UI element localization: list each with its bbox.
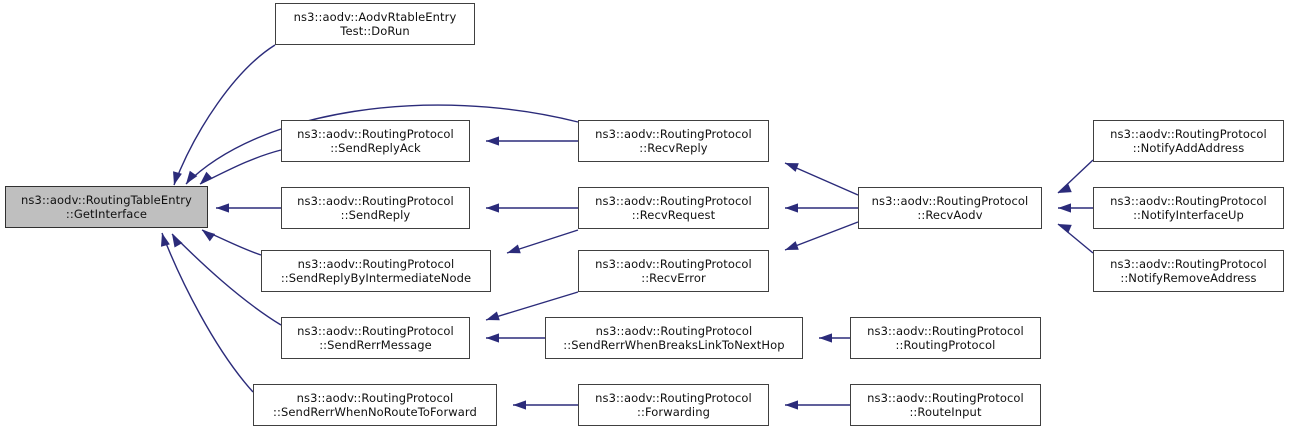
arrowhead-sendreplyack-to-getinterface	[200, 171, 213, 184]
node-label-sendrerrmessage: ns3::aodv::RoutingProtocol ::SendRerrMes…	[297, 324, 454, 352]
node-label-sendreplyack: ns3::aodv::RoutingProtocol ::SendReplyAc…	[297, 127, 454, 155]
node-label-forwarding: ns3::aodv::RoutingProtocol ::Forwarding	[595, 391, 752, 419]
node-label-routeinput: ns3::aodv::RoutingProtocol ::RouteInput	[867, 391, 1024, 419]
edge-sendrerrmessage-to-getinterface	[171, 233, 282, 326]
node-sendrerrwhenbreakslinktonexthop[interactable]: ns3::aodv::RoutingProtocol ::SendRerrWhe…	[545, 317, 803, 359]
node-label-recvaodv: ns3::aodv::RoutingProtocol ::RecvAodv	[871, 194, 1029, 222]
node-recvaodv[interactable]: ns3::aodv::RoutingProtocol ::RecvAodv	[858, 187, 1042, 229]
arrowhead-recvaodv-to-recvreply	[785, 163, 799, 172]
node-recvrequest[interactable]: ns3::aodv::RoutingProtocol ::RecvRequest	[578, 187, 769, 229]
arrowhead-recvreply-to-getinterface	[186, 170, 198, 184]
arrowhead-recvaodv-to-recvrequest	[785, 203, 798, 213]
arrowhead-recvrequest-to-sendreply	[486, 203, 499, 213]
edge-recvaodv-to-recvreply	[784, 162, 859, 196]
node-forwarding[interactable]: ns3::aodv::RoutingProtocol ::Forwarding	[578, 384, 769, 426]
node-label-getinterface: ns3::aodv::RoutingTableEntry ::GetInterf…	[21, 193, 192, 221]
arrowhead-recverror-to-sendrerrmessage	[486, 311, 500, 321]
node-notifyinterfaceup[interactable]: ns3::aodv::RoutingProtocol ::NotifyInter…	[1093, 187, 1284, 229]
node-sendreplybyintermediatenode[interactable]: ns3::aodv::RoutingProtocol ::SendReplyBy…	[261, 250, 491, 292]
node-label-routingprotocol: ns3::aodv::RoutingProtocol ::RoutingProt…	[867, 324, 1024, 352]
node-label-recverror: ns3::aodv::RoutingProtocol ::RecvError	[595, 257, 752, 285]
node-label-recvrequest: ns3::aodv::RoutingProtocol ::RecvRequest	[595, 194, 752, 222]
edge-recvaodv-to-recverror	[784, 221, 859, 251]
arrowhead-notifyinterfaceup-to-recvaodv	[1058, 203, 1071, 213]
arrowhead-notifyremoveaddress-to-recvaodv	[1058, 224, 1072, 234]
arrowhead-sendrerrmessage-to-getinterface	[172, 234, 183, 248]
node-sendrerrmessage[interactable]: ns3::aodv::RoutingProtocol ::SendRerrMes…	[281, 317, 470, 359]
node-getinterface: ns3::aodv::RoutingTableEntry ::GetInterf…	[5, 186, 208, 228]
arrowhead-notifyaddaddress-to-recvaodv	[1058, 183, 1072, 193]
node-recverror[interactable]: ns3::aodv::RoutingProtocol ::RecvError	[578, 250, 769, 292]
node-label-sendreplybyintermediatenode: ns3::aodv::RoutingProtocol ::SendReplyBy…	[280, 257, 472, 285]
node-routeinput[interactable]: ns3::aodv::RoutingProtocol ::RouteInput	[850, 384, 1041, 426]
arrowhead-routingprotocol-to-sendrerrwhenbreakslinktonexthop	[819, 333, 832, 343]
node-routingprotocol[interactable]: ns3::aodv::RoutingProtocol ::RoutingProt…	[850, 317, 1041, 359]
node-dorun[interactable]: ns3::aodv::AodvRtableEntry Test::DoRun	[275, 3, 475, 45]
arrowhead-sendreply-to-getinterface	[216, 203, 229, 213]
node-recvreply[interactable]: ns3::aodv::RoutingProtocol ::RecvReply	[578, 120, 769, 162]
arrowhead-recvrequest-to-sendreplybyintermediatenode	[507, 244, 521, 254]
arrowhead-sendrerrwhenbreakslinktonexthop-to-sendrerrmessage	[486, 333, 499, 343]
node-sendrerrwhennoroutetoforward[interactable]: ns3::aodv::RoutingProtocol ::SendRerrWhe…	[253, 384, 497, 426]
node-label-recvreply: ns3::aodv::RoutingProtocol ::RecvReply	[595, 127, 752, 155]
arrowhead-dorun-to-getinterface	[173, 171, 182, 185]
node-label-notifyinterfaceup: ns3::aodv::RoutingProtocol ::NotifyInter…	[1110, 194, 1267, 222]
edge-recverror-to-sendrerrmessage	[485, 291, 579, 321]
edge-sendreplyack-to-getinterface	[199, 149, 282, 185]
node-notifyaddaddress[interactable]: ns3::aodv::RoutingProtocol ::NotifyAddAd…	[1093, 120, 1284, 162]
node-label-dorun: ns3::aodv::AodvRtableEntry Test::DoRun	[293, 10, 457, 38]
arrowhead-forwarding-to-sendrerrwhennoroutetoforward	[513, 400, 526, 410]
edge-dorun-to-getinterface	[173, 44, 276, 186]
node-label-notifyaddaddress: ns3::aodv::RoutingProtocol ::NotifyAddAd…	[1110, 127, 1267, 155]
node-sendreplyack[interactable]: ns3::aodv::RoutingProtocol ::SendReplyAc…	[281, 120, 470, 162]
edge-notifyaddaddress-to-recvaodv	[1057, 159, 1094, 194]
arrowhead-sendreplybyintermediatenode-to-getinterface	[202, 230, 216, 242]
node-label-sendrerrwhenbreakslinktonexthop: ns3::aodv::RoutingProtocol ::SendRerrWhe…	[563, 324, 785, 352]
node-label-sendreply: ns3::aodv::RoutingProtocol ::SendReply	[297, 194, 454, 222]
edge-sendrerrwhennoroutetoforward-to-getinterface	[161, 232, 254, 393]
node-label-sendrerrwhennoroutetoforward: ns3::aodv::RoutingProtocol ::SendRerrWhe…	[273, 391, 477, 419]
arrowhead-routeinput-to-forwarding	[785, 400, 798, 410]
arrowhead-recvaodv-to-recverror	[785, 241, 799, 250]
edge-recvreply-to-getinterface	[185, 104, 579, 185]
node-sendreply[interactable]: ns3::aodv::RoutingProtocol ::SendReply	[281, 187, 470, 229]
arrowhead-recvreply-to-sendreplyack	[486, 136, 499, 146]
node-label-notifyremoveaddress: ns3::aodv::RoutingProtocol ::NotifyRemov…	[1110, 257, 1267, 285]
node-notifyremoveaddress[interactable]: ns3::aodv::RoutingProtocol ::NotifyRemov…	[1093, 250, 1284, 292]
arrowhead-sendrerrwhennoroutetoforward-to-getinterface	[160, 233, 170, 247]
